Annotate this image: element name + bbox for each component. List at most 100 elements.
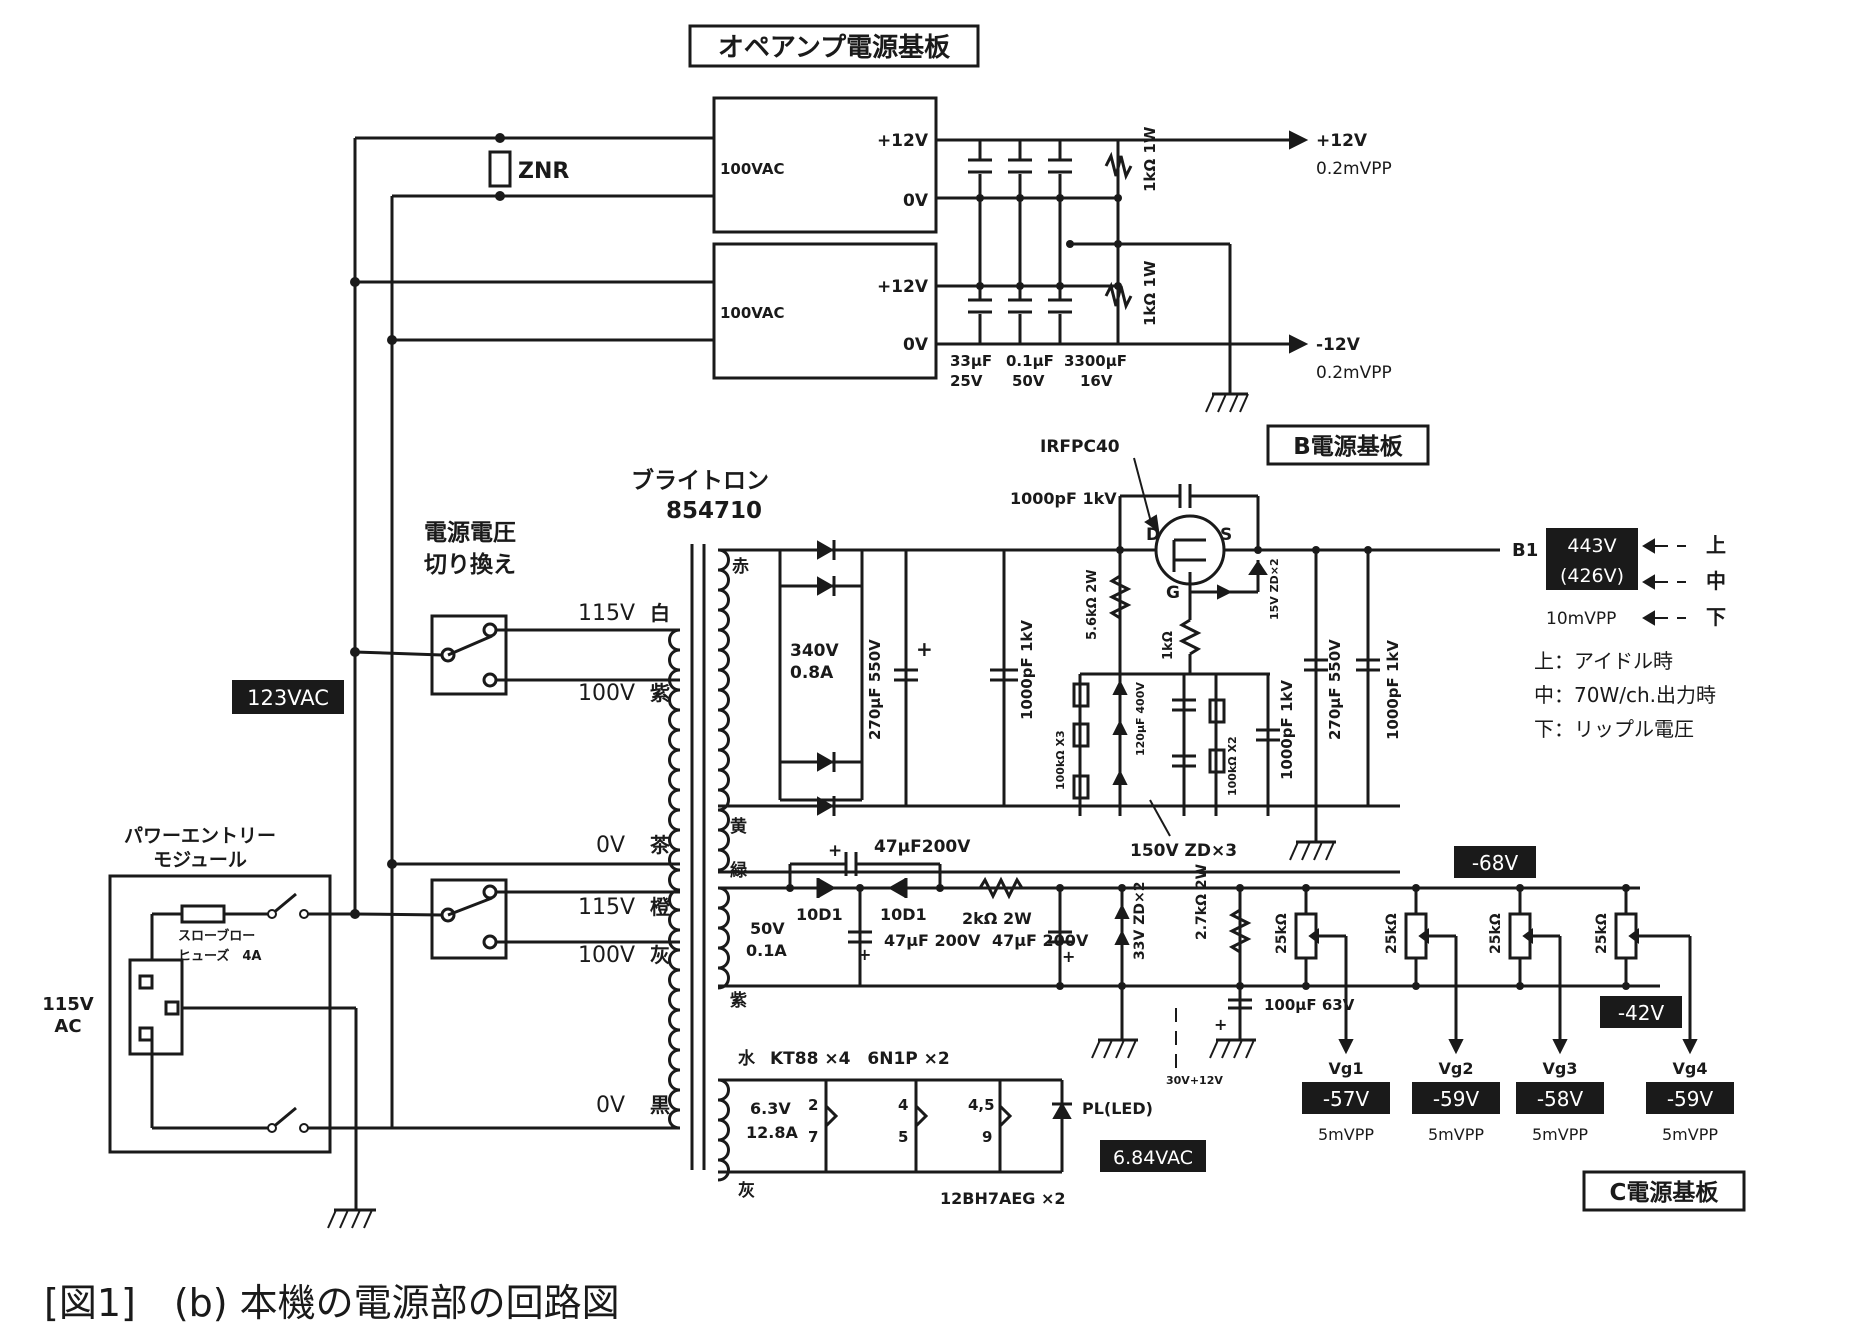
r-gate-label: 5.6kΩ 2W bbox=[1085, 569, 1100, 640]
sec-color-gray: 灰 bbox=[738, 1180, 755, 1201]
heater-volt: 6.3V bbox=[750, 1099, 791, 1118]
plus12-arrow bbox=[1289, 130, 1309, 150]
opamp-board-title: オペアンプ電源基板 bbox=[718, 33, 950, 63]
figure-caption: [図1] (b) 本機の電源部の回路図 bbox=[44, 1281, 620, 1325]
c-winding-volt: 50V bbox=[750, 919, 785, 938]
bias-pots: 25kΩ 25kΩ 25kΩ 25kΩ bbox=[1274, 884, 1692, 1040]
mosfet-label: IRFPC40 bbox=[1040, 437, 1120, 457]
c-board-title: C電源基板 bbox=[1610, 1180, 1720, 1206]
b-cap-out-label: 270µF 550V bbox=[1326, 639, 1344, 740]
diode-2-label: 10D1 bbox=[880, 905, 927, 924]
c-cap-bottom-plus: + bbox=[1214, 1015, 1227, 1034]
out-plus12-ripple: 0.2mVPP bbox=[1316, 159, 1392, 179]
sec-color-yellow: 黄 bbox=[730, 816, 747, 837]
zd-33v-label: 33V ZD×2 bbox=[1132, 882, 1148, 960]
entry-module-label2: モジュール bbox=[153, 849, 247, 871]
b1-ripple: 10mVPP bbox=[1546, 609, 1616, 629]
b-winding-volt: 340V bbox=[790, 641, 839, 661]
out-plus12-label: +12V bbox=[1316, 131, 1368, 151]
tap-100v-a: 100V bbox=[578, 681, 635, 706]
r-bleed-label: 2.7kΩ 2W bbox=[1194, 864, 1210, 940]
module-upper-0v: 0V bbox=[903, 191, 929, 211]
zd-gs-label: 15V ZD×2 bbox=[1268, 558, 1281, 620]
legend-ripple: 下：リップル電圧 bbox=[1534, 717, 1694, 741]
tap-0v-b-color: 黒 bbox=[650, 1093, 670, 1117]
tap-0v-a: 0V bbox=[596, 833, 625, 858]
vg4-name: Vg4 bbox=[1673, 1059, 1708, 1078]
resistor-lower-label: 1kΩ 1W bbox=[1141, 260, 1159, 326]
selector-label: 電源電圧 bbox=[424, 520, 516, 546]
vg1-ripple: 5mVPP bbox=[1318, 1125, 1374, 1144]
secondary-b-winding bbox=[717, 548, 730, 872]
b-power-board: B電源基板 IRFPC40 340V 0.8A + 270µF 550V 100… bbox=[718, 424, 1726, 874]
out-minus12-ripple: 0.2mVPP bbox=[1316, 363, 1392, 383]
module-upper-plus12: +12V bbox=[877, 131, 929, 151]
b-cap-main-label: 270µF 550V bbox=[866, 639, 884, 740]
opamp-power-board: オペアンプ電源基板 ZNR 100VAC +12V 0V 100VAC +12V… bbox=[350, 24, 1392, 413]
c-winding-current: 0.1A bbox=[746, 941, 787, 960]
module-upper-input: 100VAC bbox=[720, 160, 785, 178]
selector-label2: 切り換え bbox=[424, 552, 516, 578]
heater-voltage: 6.84VAC bbox=[1113, 1147, 1193, 1169]
pot1-label: 25kΩ bbox=[1274, 913, 1290, 954]
heater-pin-4: 4 bbox=[898, 1096, 908, 1114]
c-top-voltage: -68V bbox=[1472, 851, 1519, 875]
vg3-name: Vg3 bbox=[1543, 1059, 1578, 1078]
r-chain1-label: 100kΩ X3 bbox=[1054, 730, 1067, 790]
pot3-label: 25kΩ bbox=[1488, 913, 1504, 954]
vg2-ripple: 5mVPP bbox=[1428, 1125, 1484, 1144]
vg4-voltage: -59V bbox=[1667, 1087, 1714, 1111]
vg1-voltage: -57V bbox=[1323, 1087, 1370, 1111]
b-board-title-frame bbox=[1266, 424, 1430, 466]
mains-input-section: 123VAC 電源電圧 切り換え パワーエントリー モジュール bbox=[42, 138, 640, 1229]
dc-module-upper bbox=[712, 96, 938, 234]
arrow-label-mid: 中 bbox=[1706, 569, 1726, 593]
module-lower-plus12: +12V bbox=[877, 277, 929, 297]
vg1-tag bbox=[1302, 1082, 1390, 1114]
c-bottom-voltage: -42V bbox=[1618, 1001, 1665, 1025]
pilot-led bbox=[1052, 1101, 1072, 1119]
opamp-board-title-frame bbox=[688, 24, 980, 68]
pin-d: D bbox=[1146, 525, 1160, 545]
vg1-name: Vg1 bbox=[1329, 1059, 1364, 1078]
transformer-model: 854710 bbox=[666, 498, 762, 524]
pin-s: S bbox=[1220, 525, 1232, 545]
b-cap-film2-label: 1000pF 1kV bbox=[1278, 680, 1296, 780]
cap3-rating: 16V bbox=[1080, 372, 1113, 390]
grid-bias-outputs: Vg1 -57V 5mVPP Vg2 -59V 5mVPP Vg3 -58V 5… bbox=[1302, 1059, 1734, 1144]
znr-label: ZNR bbox=[518, 159, 569, 184]
module-lower-0v: 0V bbox=[903, 335, 929, 355]
arrow-label-top: 上 bbox=[1706, 533, 1726, 557]
b-board-title: B電源基板 bbox=[1293, 434, 1404, 460]
vg2-tag bbox=[1412, 1082, 1500, 1114]
cap1-rating: 25V bbox=[950, 372, 983, 390]
sec-color-water: 水 bbox=[738, 1048, 756, 1069]
slow-blow-fuse bbox=[180, 904, 226, 924]
heater-supply: KT88 ×4 6N1P ×2 6.3V 12.8A 2 7 4 5 4,5 9… bbox=[718, 1049, 1206, 1208]
tap-100v-a-color: 紫 bbox=[650, 681, 670, 705]
heater-pin-2: 2 bbox=[808, 1096, 818, 1114]
primary-winding bbox=[668, 628, 681, 1130]
heater-pin-9: 9 bbox=[982, 1128, 992, 1146]
heater-tubes-bottom: 12BH7AEG ×2 bbox=[940, 1189, 1066, 1208]
c-bottom-voltage-tag bbox=[1600, 996, 1682, 1028]
vg3-tag bbox=[1516, 1082, 1604, 1114]
cap2-rating: 50V bbox=[1012, 372, 1045, 390]
legend-idle: 上：アイドル時 bbox=[1534, 649, 1673, 673]
pot2-label: 25kΩ bbox=[1384, 913, 1400, 954]
ac-input-label2: AC bbox=[54, 1016, 81, 1037]
vg4-tag bbox=[1646, 1082, 1734, 1114]
c-cap-plus: + bbox=[828, 841, 842, 861]
heater-pin-7: 7 bbox=[808, 1128, 818, 1146]
b1-voltage-idle: 443V bbox=[1567, 535, 1616, 557]
c-cap1-label: 47µF 200V bbox=[884, 931, 981, 950]
tap-100v-b-color: 灰 bbox=[650, 943, 670, 967]
vg2-voltage: -59V bbox=[1433, 1087, 1480, 1111]
cap-120-label: 120µF 400V bbox=[1134, 682, 1147, 756]
tap-0v-a-color: 茶 bbox=[650, 833, 671, 857]
heater-pin-45: 4,5 bbox=[968, 1096, 995, 1114]
c-cap2-label: 47µF 200V bbox=[992, 931, 1089, 950]
pin-g: G bbox=[1166, 583, 1180, 603]
vg2-name: Vg2 bbox=[1439, 1059, 1474, 1078]
tap-115v-b: 115V bbox=[578, 895, 635, 920]
